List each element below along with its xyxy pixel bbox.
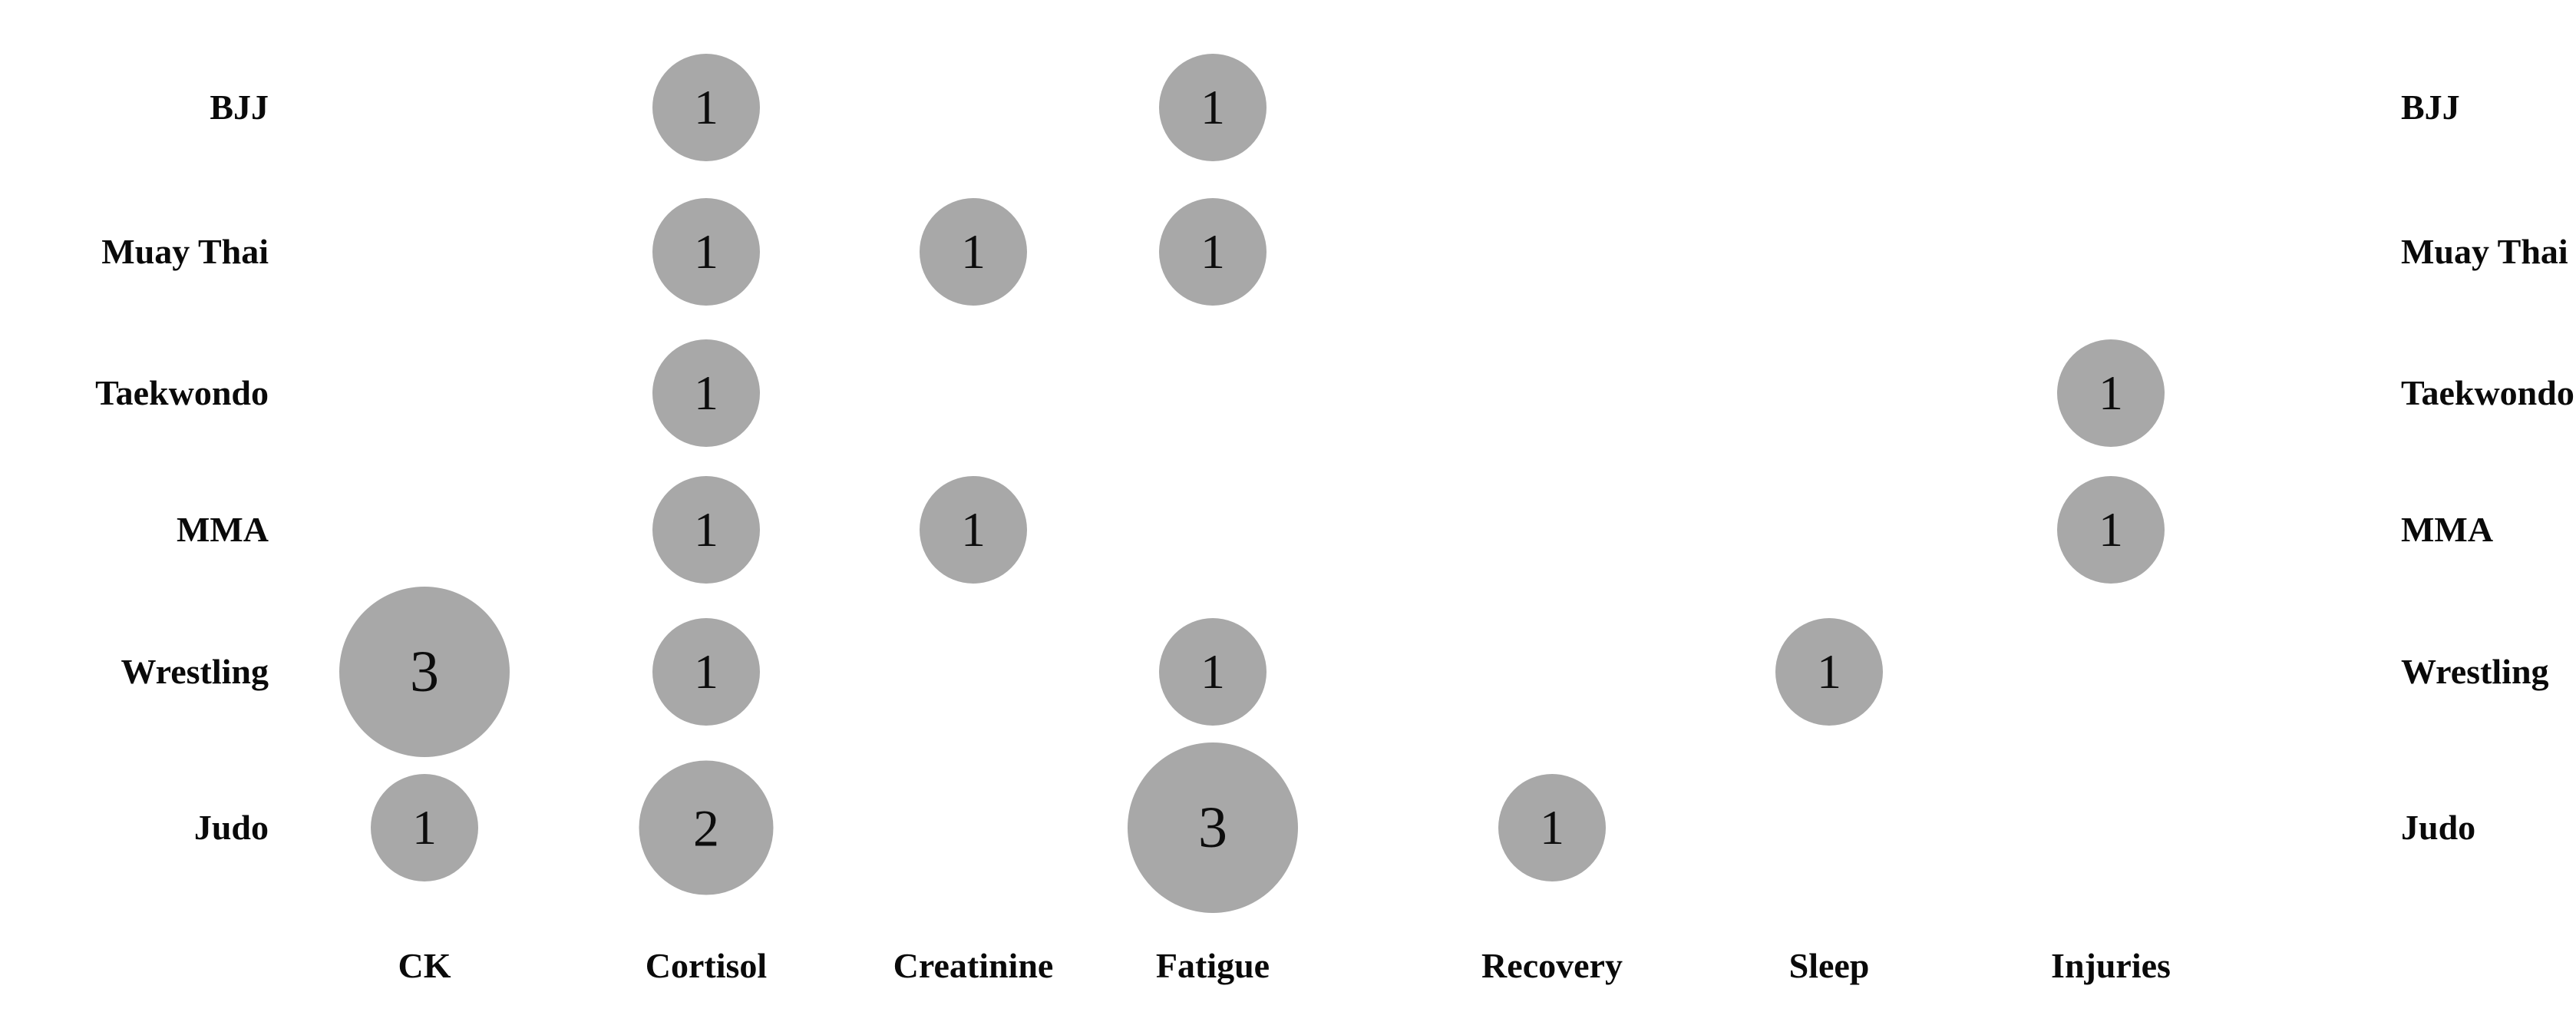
bubble-cortisol-muay-thai: 1 xyxy=(652,198,760,306)
row-label-right-bjj: BJJ xyxy=(2401,88,2460,127)
bubble-ck-judo: 1 xyxy=(371,774,478,881)
column-label-sleep: Sleep xyxy=(1788,946,1870,985)
bubble-value: 1 xyxy=(412,800,437,855)
bubble-cortisol-wrestling: 1 xyxy=(652,618,760,726)
row-label-right-taekwondo: Taekwondo xyxy=(2401,373,2574,412)
bubble-creatinine-muay-thai: 1 xyxy=(920,198,1027,306)
bubble-fatigue-muay-thai: 1 xyxy=(1159,198,1267,306)
column-label-injuries: Injuries xyxy=(2051,946,2171,985)
row-label-right-judo: Judo xyxy=(2401,808,2476,847)
bubble-cortisol-mma: 1 xyxy=(652,476,760,584)
bubble-ck-wrestling: 3 xyxy=(339,587,510,757)
bubble-value: 1 xyxy=(694,80,718,134)
bubble-cortisol-taekwondo: 1 xyxy=(652,339,760,447)
bubble-fatigue-bjj: 1 xyxy=(1159,54,1267,161)
bubble-value: 1 xyxy=(2099,502,2123,557)
bubble-value: 2 xyxy=(693,799,719,857)
bubble-value: 1 xyxy=(1200,80,1225,134)
bubble-value: 1 xyxy=(694,644,718,699)
bubble-sleep-wrestling: 1 xyxy=(1775,618,1883,726)
bubble-fatigue-wrestling: 1 xyxy=(1159,618,1267,726)
bubble-value: 3 xyxy=(1198,795,1227,860)
bubble-creatinine-mma: 1 xyxy=(920,476,1027,584)
bubble-value: 1 xyxy=(1540,800,1564,855)
row-label-left-taekwondo: Taekwondo xyxy=(95,373,269,412)
row-label-left-bjj: BJJ xyxy=(210,88,269,127)
column-label-creatinine: Creatinine xyxy=(893,946,1054,985)
bubble-recovery-judo: 1 xyxy=(1498,774,1606,881)
column-label-cortisol: Cortisol xyxy=(645,946,768,985)
bubble-injuries-taekwondo: 1 xyxy=(2057,339,2165,447)
row-label-right-muay-thai: Muay Thai xyxy=(2401,232,2568,271)
bubble-cortisol-bjj: 1 xyxy=(652,54,760,161)
bubble-value: 1 xyxy=(694,365,718,420)
row-label-left-judo: Judo xyxy=(193,808,269,847)
row-label-right-wrestling: Wrestling xyxy=(2401,652,2549,691)
row-label-left-wrestling: Wrestling xyxy=(121,652,269,691)
bubble-cortisol-judo: 2 xyxy=(639,760,774,895)
bubble-value: 1 xyxy=(961,502,986,557)
bubble-value: 1 xyxy=(961,224,986,279)
row-label-left-muay-thai: Muay Thai xyxy=(101,232,269,271)
row-label-left-mma: MMA xyxy=(176,510,269,549)
column-label-fatigue: Fatigue xyxy=(1155,946,1270,985)
bubble-value: 1 xyxy=(1817,644,1841,699)
row-label-right-mma: MMA xyxy=(2401,510,2494,549)
bubble-value: 1 xyxy=(1200,224,1225,279)
column-label-recovery: Recovery xyxy=(1481,946,1623,985)
column-label-ck: CK xyxy=(398,946,451,985)
bubble-fatigue-judo: 3 xyxy=(1128,742,1298,913)
bubble-value: 1 xyxy=(2099,365,2123,420)
bubble-injuries-mma: 1 xyxy=(2057,476,2165,584)
bubble-value: 3 xyxy=(410,640,439,704)
bubble-value: 1 xyxy=(694,224,718,279)
bubble-value: 1 xyxy=(694,502,718,557)
bubble-value: 1 xyxy=(1200,644,1225,699)
